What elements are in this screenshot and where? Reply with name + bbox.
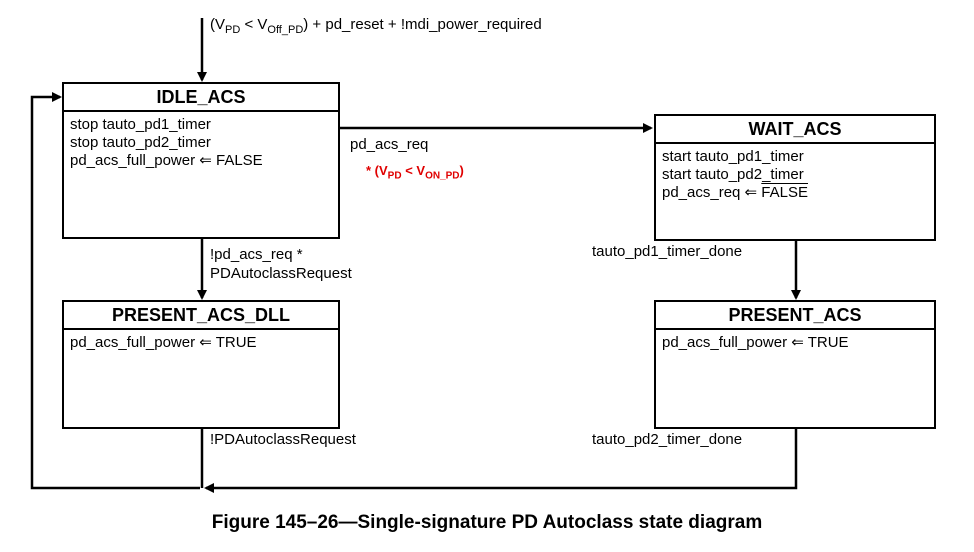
idle-to-wait-label: pd_acs_req	[350, 136, 429, 153]
state-action: stop tauto_pd2_timer	[70, 134, 211, 151]
state-action: pd_acs_full_power ⇐ FALSE	[70, 152, 263, 169]
return-to-idle-line	[30, 92, 200, 490]
state-present-acs: PRESENT_ACS pd_acs_full_power ⇐ TRUE	[654, 300, 936, 429]
state-title: WAIT_ACS	[656, 116, 934, 144]
idle-to-present-dll-label-2: PDAutoclassRequest	[210, 265, 352, 282]
state-title: IDLE_ACS	[64, 84, 338, 112]
wait-to-present-label: tauto_pd1_timer_done	[592, 243, 743, 260]
state-title: PRESENT_ACS	[656, 302, 934, 330]
state-action: stop tauto_pd1_timer	[70, 116, 211, 133]
state-actions: stop tauto_pd1_timer stop tauto_pd2_time…	[64, 112, 338, 174]
state-action: start tauto_pd1_timer	[662, 148, 804, 165]
state-idle-acs: IDLE_ACS stop tauto_pd1_timer stop tauto…	[62, 82, 340, 239]
state-action: start tauto_pd2_timer	[662, 166, 804, 183]
idle-to-present-dll-label-1: !pd_acs_req *	[210, 246, 303, 263]
entry-condition-label: (VPD < VOff_PD) + pd_reset + !mdi_power_…	[210, 16, 542, 36]
state-present-acs-dll: PRESENT_ACS_DLL pd_acs_full_power ⇐ TRUE	[62, 300, 340, 429]
figure-caption: Figure 145–26—Single-signature PD Autocl…	[211, 512, 763, 533]
state-actions: pd_acs_full_power ⇐ TRUE	[64, 330, 338, 356]
state-title: PRESENT_ACS_DLL	[64, 302, 338, 330]
state-action: pd_acs_full_power ⇐ TRUE	[70, 334, 257, 351]
idle-to-wait-extra-condition: * (VPD < VON_PD)	[366, 163, 464, 182]
present-return-line	[204, 428, 798, 493]
state-action: pd_acs_req ⇐ FALSE	[662, 184, 808, 201]
present-return-label: tauto_pd2_timer_done	[592, 431, 743, 448]
state-actions: start tauto_pd1_timer start tauto_pd2_ti…	[656, 144, 934, 206]
state-action: pd_acs_full_power ⇐ TRUE	[662, 334, 849, 351]
state-wait-acs: WAIT_ACS start tauto_pd1_timer start tau…	[654, 114, 936, 241]
state-actions: pd_acs_full_power ⇐ TRUE	[656, 330, 934, 356]
present-dll-return-label: !PDAutoclassRequest	[210, 431, 356, 448]
